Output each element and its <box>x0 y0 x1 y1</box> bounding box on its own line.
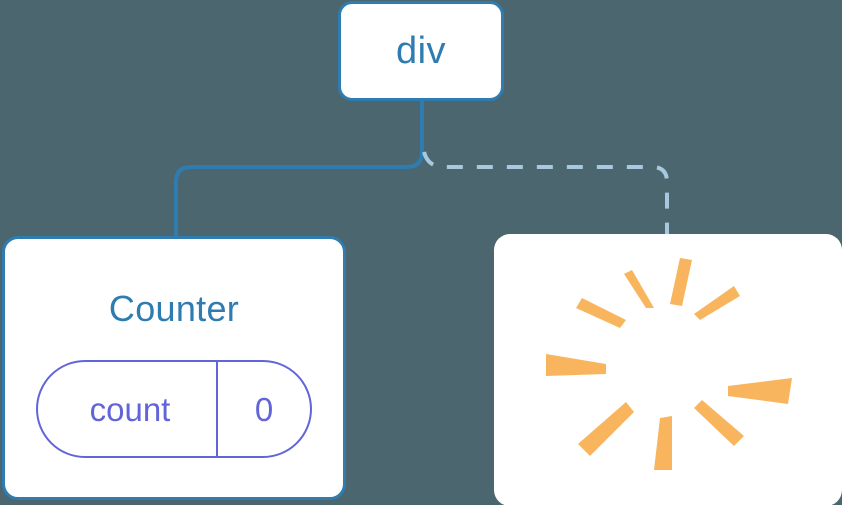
state-pill-value: 0 <box>254 390 274 428</box>
node-div-label: div <box>395 30 447 72</box>
state-pill-key: count <box>89 390 171 428</box>
ray-e <box>728 378 792 404</box>
node-burst[interactable] <box>494 234 842 505</box>
ray-n <box>670 258 692 306</box>
ray-se <box>694 400 744 446</box>
connector-root-to-burst <box>422 151 669 236</box>
node-div[interactable]: div <box>338 1 504 101</box>
sparkle-burst-icon <box>546 258 792 470</box>
ray-nw <box>576 298 626 328</box>
node-counter[interactable]: Counter count 0 <box>2 236 346 500</box>
ray-s <box>654 416 672 470</box>
ray-nnw <box>624 270 654 308</box>
ray-nne <box>694 286 740 320</box>
connector-root-to-counter <box>174 101 424 238</box>
ray-sw <box>578 402 634 456</box>
state-pill-divider <box>216 362 218 456</box>
state-pill-count[interactable]: count 0 <box>36 360 312 458</box>
node-counter-label: Counter <box>108 288 240 329</box>
ray-w <box>546 354 606 376</box>
